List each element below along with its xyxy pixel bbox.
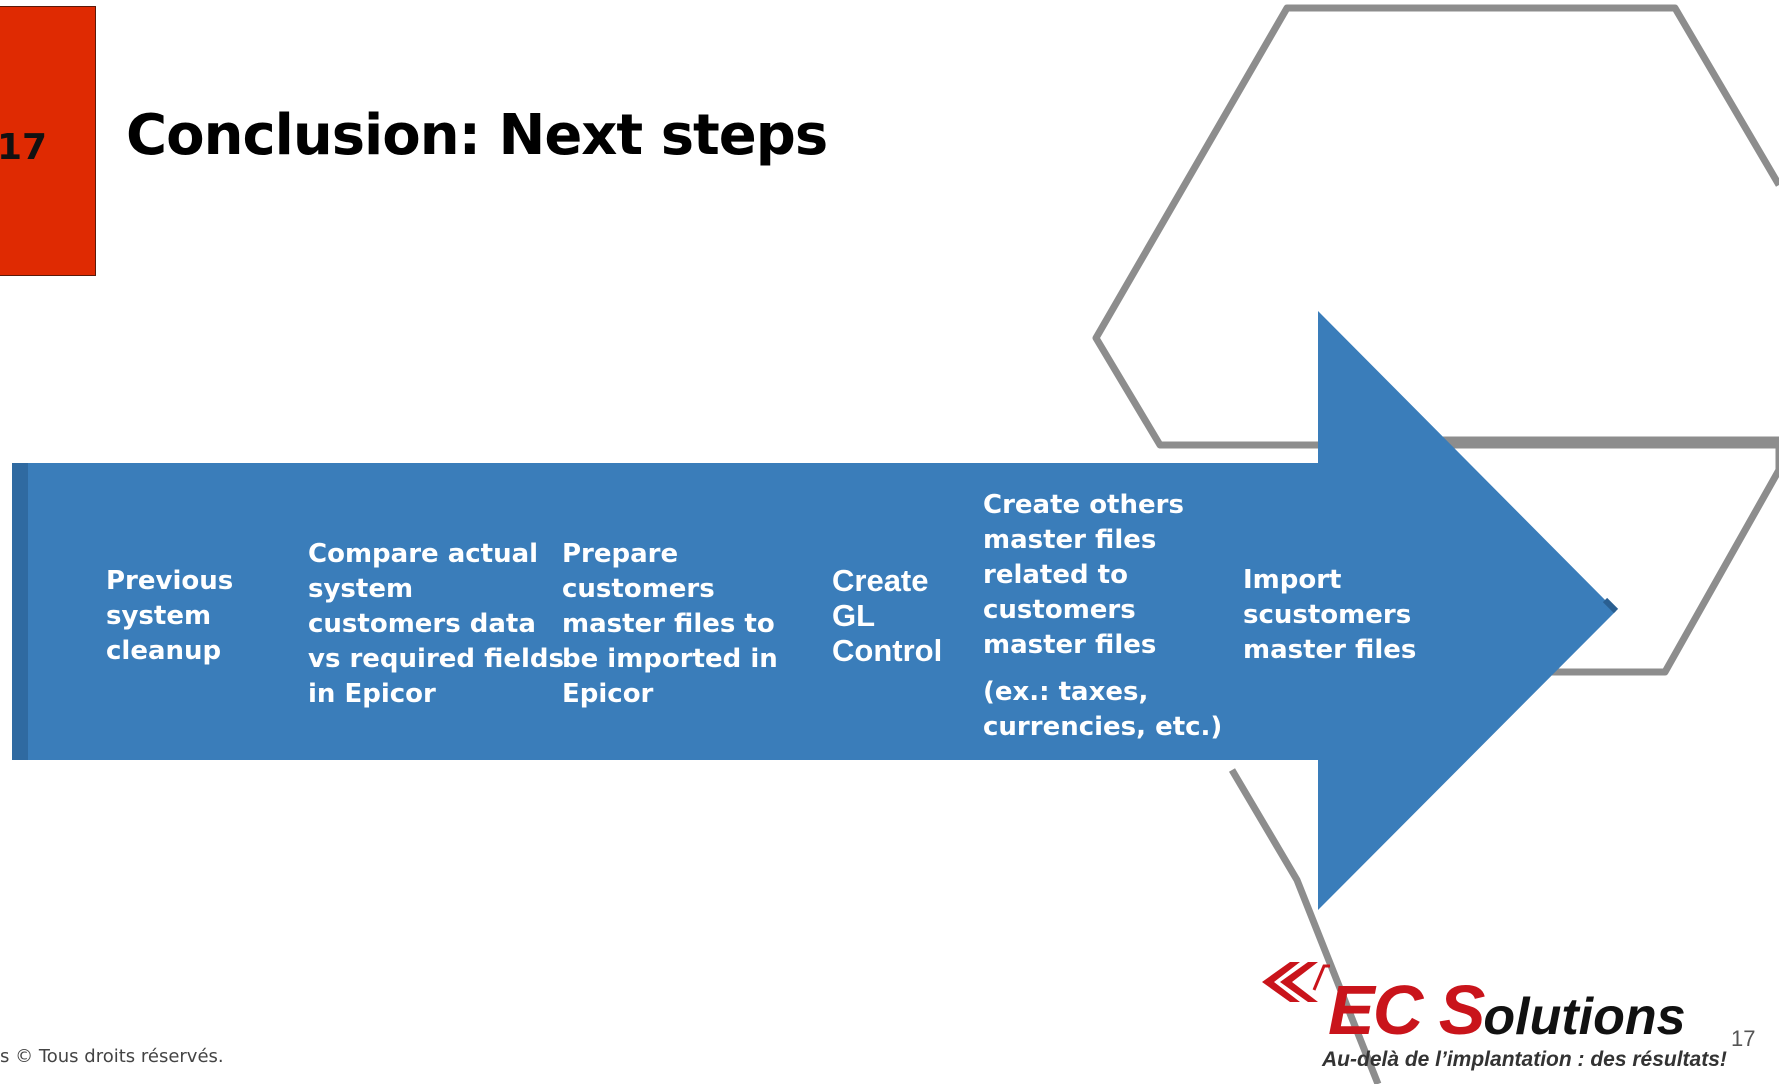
copyright-footer: s © Tous droits réservés. xyxy=(0,1046,224,1067)
step-line: scustomers xyxy=(1243,600,1412,630)
step-line: Import xyxy=(1243,565,1342,595)
hexagon-upper-outline xyxy=(1092,4,1779,449)
logo-tagline: Au-delà de l’implantation : des résultat… xyxy=(1322,1048,1727,1071)
step-line: customers xyxy=(562,574,715,604)
step-line: in Epicor xyxy=(308,679,436,709)
step-line: system xyxy=(106,601,212,631)
step-line: Create others xyxy=(983,490,1184,520)
step-note: (ex.: taxes, currencies, etc.) xyxy=(983,675,1222,745)
step-prepare-master-files: Prepare customers master files to be imp… xyxy=(562,537,778,712)
step-line: Prepare xyxy=(562,539,679,569)
step-line: cleanup xyxy=(106,636,222,666)
step-line: master files to xyxy=(562,609,775,639)
step-line: vs required fields xyxy=(308,644,564,674)
step-line: Epicor xyxy=(562,679,654,709)
step-compare-customers-data: Compare actual system customers data vs … xyxy=(308,537,564,712)
logo-word-part1: EC S xyxy=(1328,971,1485,1049)
step-line: Previous xyxy=(106,566,234,596)
hexagon-diagonal-line xyxy=(1228,768,1382,1084)
hexagon-lower-outline xyxy=(1440,436,1779,676)
step-import-customers-master-files: Import scustomers master files xyxy=(1243,563,1416,668)
step-line: Compare actual xyxy=(308,539,539,569)
slide-number-tab: 17 xyxy=(0,6,96,276)
step-line: customers data xyxy=(308,609,536,639)
step-create-gl-control: Create GL Control xyxy=(832,563,942,668)
slide-number-tab-label: 17 xyxy=(0,127,48,168)
slide-title: Conclusion: Next steps xyxy=(126,103,828,168)
step-note-line: currencies, etc.) xyxy=(983,712,1223,742)
step-previous-system-cleanup: Previous system cleanup xyxy=(106,564,233,669)
step-line: GL xyxy=(832,598,876,633)
step-line: system xyxy=(308,574,414,604)
step-line: be imported in xyxy=(562,644,778,674)
step-line: master files xyxy=(1243,635,1417,665)
step-line: Create xyxy=(832,563,929,598)
step-line: master files xyxy=(983,525,1157,555)
step-create-other-master-files: Create others master files related to cu… xyxy=(983,488,1222,745)
company-logo: EC Solutions xyxy=(1328,970,1686,1050)
page-number: 17 xyxy=(1731,1026,1756,1051)
step-line: related to xyxy=(983,560,1128,590)
process-arrow-tip-shadow xyxy=(1602,597,1619,614)
step-line: master files xyxy=(983,630,1157,660)
process-arrow-left-edge xyxy=(12,463,28,760)
process-arrow-shape xyxy=(12,311,1616,910)
step-line: Control xyxy=(832,633,943,668)
logo-word-part2: olutions xyxy=(1483,988,1686,1046)
step-line: customers xyxy=(983,595,1136,625)
step-note-line: (ex.: taxes, xyxy=(983,677,1149,707)
